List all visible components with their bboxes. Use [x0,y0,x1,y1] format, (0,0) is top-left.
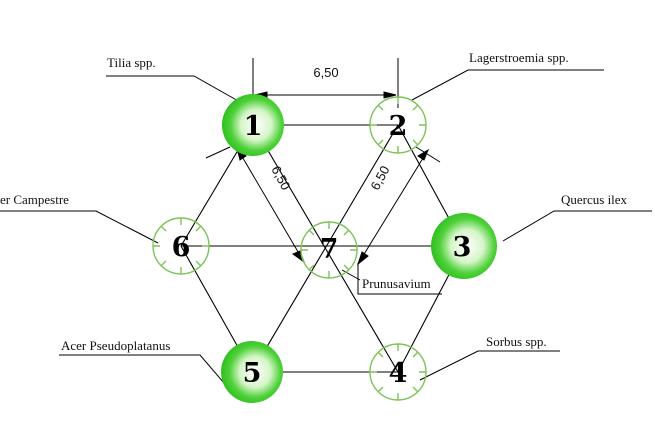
label-prunus-avium: Prunusavium [362,276,431,291]
edge-2-5 [251,124,399,373]
notches-2 [370,97,426,153]
notches-4 [370,344,426,400]
notches-6 [153,218,209,274]
label-lagerstroemia: Lagerstroemia spp. [469,50,569,65]
node-number-2: 2 [389,111,408,142]
label-acer-pseudoplatanus: Acer Pseudoplatanus [61,338,170,353]
filled-crowns [221,94,497,403]
tick-7-br [341,269,361,281]
leader-prunus [357,263,442,295]
label-quercus-ilex: Quercus ilex [561,192,628,207]
dim-arrow-diag-right-2 [356,251,369,266]
node-number-4: 4 [389,358,408,389]
tree-crown-5 [221,341,283,403]
node-number-5: 5 [243,358,262,389]
leader-lines [0,69,652,391]
dimension-top: 6,50 [313,65,338,80]
dim-line-diag-left [236,147,305,263]
label-sorbus: Sorbus spp. [486,334,547,349]
outline-crowns [152,96,427,401]
tick-1-bl [205,146,231,159]
node-number-7: 7 [320,234,339,265]
leader-tilia [106,75,241,103]
dim-arrow-top-right [383,91,397,99]
leader-lagerstroemia [411,69,604,101]
leader-acer-pseudoplatanus [59,354,231,391]
tick-2-br [415,146,441,163]
leader-sorbus [419,350,560,381]
tree-crown-3 [431,213,497,279]
dim-line-diag-right [357,149,429,265]
node-number-6: 6 [172,232,191,263]
tree-crown-1 [222,94,284,156]
node-number-3: 3 [453,232,472,263]
leader-acer-campestre [0,210,159,244]
label-acer-campestre: er Campestre [0,192,69,207]
label-tilia: Tilia spp. [107,55,156,70]
notches-7 [301,222,357,278]
leader-quercus [502,210,652,242]
node-number-1: 1 [244,111,263,142]
dimension-diag-right: 6,50 [367,163,392,192]
